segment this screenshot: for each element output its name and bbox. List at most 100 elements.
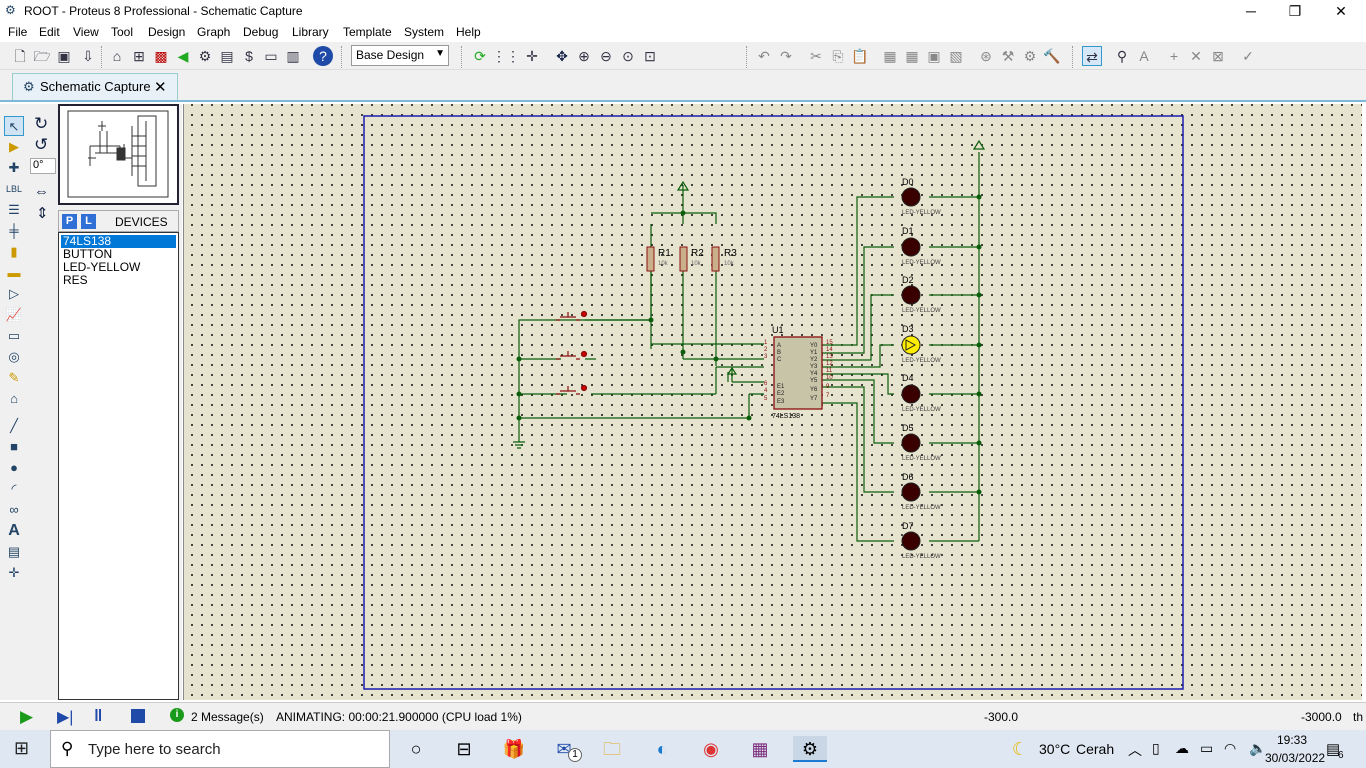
- menu-view[interactable]: View: [73, 25, 99, 39]
- pick-device-icon[interactable]: ⊛: [980, 48, 992, 64]
- redo-icon[interactable]: ↷: [780, 48, 792, 64]
- overview-window[interactable]: [58, 104, 179, 205]
- new-sheet-icon[interactable]: +: [1169, 48, 1179, 64]
- 3d-icon[interactable]: ◀: [177, 48, 189, 64]
- library-manager-button[interactable]: L: [81, 214, 96, 229]
- copy-icon[interactable]: ⎘: [832, 48, 844, 64]
- design-select[interactable]: Base Design ▼: [351, 45, 449, 66]
- arc-tool-icon[interactable]: ◜: [11, 481, 17, 496]
- messages-count[interactable]: 2 Message(s): [191, 710, 264, 724]
- terminals-icon[interactable]: ▬: [7, 265, 21, 280]
- volume-icon[interactable]: 🔈: [1249, 740, 1267, 756]
- voltage-probe-icon[interactable]: ✎: [8, 370, 20, 385]
- refresh-icon[interactable]: ⟳: [474, 48, 486, 64]
- stop-icon[interactable]: [131, 709, 145, 723]
- search-tag-icon[interactable]: ⚲: [1116, 48, 1128, 64]
- text-tool-icon[interactable]: A: [8, 522, 20, 539]
- zoom-area-icon[interactable]: ⊡: [644, 48, 656, 64]
- step-icon[interactable]: ▶|: [57, 709, 74, 726]
- design-notes-icon[interactable]: ▭: [264, 48, 278, 64]
- block-move-icon[interactable]: ▦: [905, 48, 919, 64]
- source-code-icon[interactable]: $: [245, 48, 253, 64]
- cut-icon[interactable]: ✂: [810, 48, 822, 64]
- menu-design[interactable]: Design: [148, 25, 186, 39]
- save-icon[interactable]: ▣: [57, 48, 71, 64]
- weather-temperature[interactable]: 30°C: [1039, 741, 1071, 757]
- schematic-icon[interactable]: ⊞: [133, 48, 145, 64]
- help-icon[interactable]: ?: [313, 46, 333, 66]
- zoom-in-icon[interactable]: ⊕: [578, 48, 590, 64]
- menu-debug[interactable]: Debug: [243, 25, 279, 39]
- menu-template[interactable]: Template: [343, 25, 392, 39]
- new-file-icon[interactable]: 🗋: [14, 48, 26, 64]
- gerber-icon[interactable]: ⚙: [198, 48, 212, 64]
- menu-edit[interactable]: Edit: [39, 25, 60, 39]
- clock-time[interactable]: 19:33: [1277, 733, 1308, 747]
- paste-icon[interactable]: 📋: [851, 48, 869, 64]
- flip-vertical-icon[interactable]: ⇕: [36, 205, 49, 222]
- block-copy-icon[interactable]: ▦: [883, 48, 897, 64]
- circle-tool-icon[interactable]: ●: [10, 460, 18, 475]
- bom-icon[interactable]: ▤: [220, 48, 234, 64]
- restore-button[interactable]: ❐: [1288, 3, 1302, 19]
- device-item-74ls138[interactable]: 74LS138: [61, 235, 176, 248]
- property-assignment-icon[interactable]: A: [1139, 48, 1149, 64]
- menu-help[interactable]: Help: [456, 25, 481, 39]
- tab-schematic-capture[interactable]: ⚙ Schematic Capture ✕: [12, 73, 178, 100]
- wire-autorouter-icon[interactable]: ⇄: [1082, 46, 1102, 66]
- task-view-icon[interactable]: ⊟: [456, 739, 472, 759]
- buses-icon[interactable]: ╪: [9, 223, 19, 238]
- close-tab-icon[interactable]: ✕: [154, 79, 167, 96]
- gift-app-icon[interactable]: 🎁: [502, 739, 526, 759]
- subcircuit-icon[interactable]: ▮: [10, 244, 18, 259]
- zoom-all-icon[interactable]: ⊙: [622, 48, 634, 64]
- proteus-taskbar-icon[interactable]: ⚙: [793, 736, 827, 762]
- menu-graph[interactable]: Graph: [197, 25, 231, 39]
- cortana-icon[interactable]: ○: [410, 739, 422, 759]
- windows-start-icon[interactable]: ⊞: [14, 738, 30, 758]
- packaging-tool-icon[interactable]: ⚙: [1023, 48, 1037, 64]
- symbol-tool-icon[interactable]: ▤: [7, 544, 21, 559]
- component-mode-icon[interactable]: ▶: [9, 139, 19, 154]
- device-pins-icon[interactable]: ▷: [9, 286, 19, 301]
- menu-system[interactable]: System: [404, 25, 445, 39]
- grid-icon[interactable]: ⋮⋮: [492, 48, 520, 64]
- marker-tool-icon[interactable]: ✛: [8, 565, 20, 580]
- text-script-icon[interactable]: ☰: [8, 202, 20, 217]
- file-explorer-icon[interactable]: 🗀: [603, 739, 621, 759]
- notification-center-icon[interactable]: ▤: [1326, 741, 1341, 758]
- tape-recorder-icon[interactable]: ▭: [7, 328, 21, 343]
- exit-to-parent-icon[interactable]: ⊠: [1212, 48, 1224, 64]
- rotate-anticlockwise-icon[interactable]: ↺: [34, 135, 49, 154]
- minimize-button[interactable]: ─: [1246, 3, 1256, 19]
- menu-tool[interactable]: Tool: [111, 25, 134, 39]
- box-tool-icon[interactable]: ■: [10, 439, 18, 454]
- undo-icon[interactable]: ↶: [758, 48, 770, 64]
- schematic-drawing[interactable]: R1 R2 R3 10k 10k 10k U1 74LS138 A B C E1…: [184, 104, 1363, 700]
- wifi-icon[interactable]: ◠: [1224, 740, 1237, 756]
- wire-label-icon[interactable]: LBL: [5, 184, 22, 194]
- device-item-button[interactable]: BUTTON: [63, 247, 113, 261]
- graph-icon[interactable]: 📈: [5, 307, 23, 322]
- pcb-icon[interactable]: ▩: [154, 48, 168, 64]
- make-device-icon[interactable]: ⚒: [1001, 48, 1015, 64]
- block-rotate-icon[interactable]: ▣: [927, 48, 941, 64]
- zoom-out-icon[interactable]: ⊖: [600, 48, 612, 64]
- open-folder-icon[interactable]: 🗁: [33, 48, 51, 64]
- onedrive-icon[interactable]: ☁: [1175, 740, 1189, 756]
- virtual-instruments-icon[interactable]: ⌂: [10, 391, 18, 406]
- path-tool-icon[interactable]: ∞: [9, 502, 19, 517]
- block-delete-icon[interactable]: ▧: [949, 48, 963, 64]
- pick-devices-button[interactable]: P: [62, 214, 77, 229]
- edge-browser-icon[interactable]: ◐: [656, 739, 668, 759]
- taskbar-search[interactable]: ⚲ Type here to search: [50, 730, 390, 768]
- selection-mode-icon[interactable]: ↖: [4, 116, 24, 136]
- device-item-led-yellow[interactable]: LED-YELLOW: [63, 260, 141, 274]
- menu-file[interactable]: File: [8, 25, 28, 39]
- play-icon[interactable]: ▶: [20, 707, 34, 726]
- import-icon[interactable]: ⇩: [82, 48, 94, 64]
- line-tool-icon[interactable]: ╱: [10, 418, 18, 433]
- device-item-res[interactable]: RES: [63, 273, 88, 287]
- schematic-canvas[interactable]: R1 R2 R3 10k 10k 10k U1 74LS138 A B C E1…: [183, 104, 1362, 700]
- pause-icon[interactable]: ‖: [94, 706, 103, 725]
